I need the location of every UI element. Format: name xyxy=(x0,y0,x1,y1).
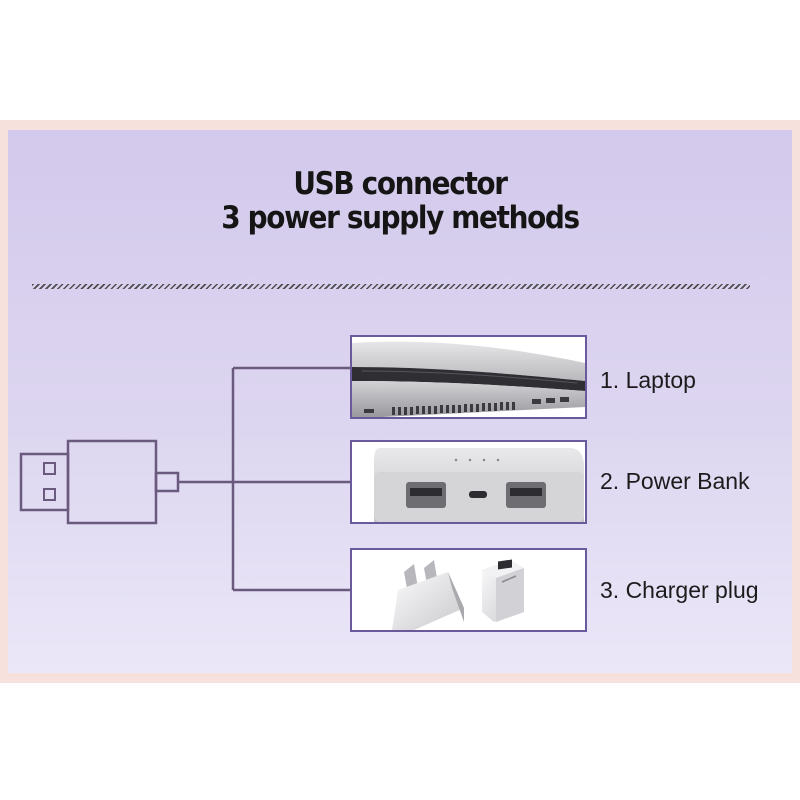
title-line-1: USB connector xyxy=(293,166,508,202)
laptop-image xyxy=(350,335,587,419)
power-bank-icon xyxy=(352,442,585,522)
laptop-icon xyxy=(352,337,585,417)
method-label-power-bank: 2. Power Bank xyxy=(600,468,750,494)
power-bank-image xyxy=(350,440,587,524)
method-label-laptop: 1. Laptop xyxy=(600,367,696,393)
branch-wires xyxy=(178,366,350,592)
method-label-charger-plug: 3. Charger plug xyxy=(600,577,759,603)
usb-plug-icon xyxy=(19,439,180,525)
charger-plug-image xyxy=(350,548,587,632)
title-line-2: 3 power supply methods xyxy=(221,200,580,236)
dashed-divider xyxy=(32,284,750,289)
charger-plug-icon xyxy=(352,550,585,630)
